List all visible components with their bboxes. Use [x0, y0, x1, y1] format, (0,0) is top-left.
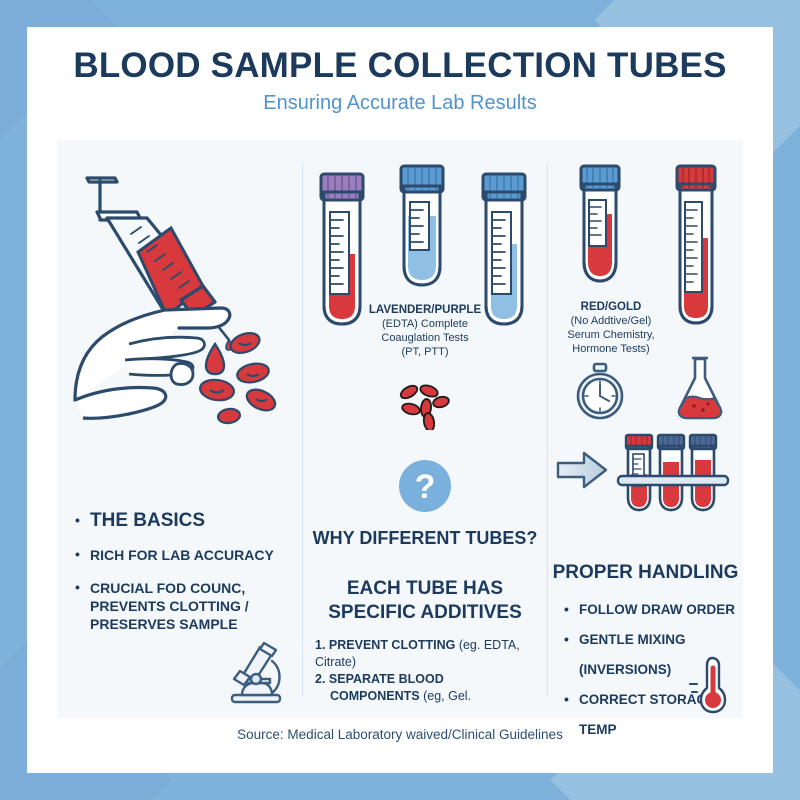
basics-item-2: RICH FOR LAB ACCURACY	[75, 546, 300, 564]
page-subtitle: Ensuring Accurate Lab Results	[263, 92, 537, 114]
additives-item-2-continued: COMPONENTS (eg, Gel.	[315, 688, 547, 705]
lavender-label-line-1: LAVENDER/PURPLE	[368, 304, 482, 316]
main-panel: THE BASICS RICH FOR LAB ACCURACY CRUCIAL…	[57, 140, 743, 737]
basics-text-block: THE BASICS RICH FOR LAB ACCURACY CRUCIAL…	[75, 509, 300, 633]
serum-tube-blue-cap	[579, 164, 621, 283]
additives-item-2: 2. SEPARATE BLOOD	[315, 671, 547, 688]
additives-item-2-number: 2.	[315, 672, 326, 686]
svg-text:?: ?	[415, 468, 436, 506]
handling-item-2: GENTLE MIXING (INVERSIONS)	[564, 624, 749, 685]
tube-rack-icon	[616, 433, 730, 512]
basics-item-3-line-1: CRUCIAL FOD COUNC,	[90, 580, 246, 596]
light-blue-citrate-tube	[399, 164, 445, 287]
lavender-tube-label: LAVENDER/PURPLE (EDTA) Complete Coauglat…	[345, 303, 505, 359]
flask-icon	[677, 356, 723, 420]
page-title: BLOOD SAMPLE COLLECTION TUBES	[73, 46, 727, 85]
column-divider-1	[302, 162, 303, 696]
basics-item-2-row: RICH FOR LAB ACCURACY	[75, 546, 300, 564]
basics-item-1: THE BASICS	[75, 509, 300, 532]
lavender-edta-tube	[319, 172, 365, 326]
red-blood-cells-icon	[399, 384, 450, 430]
proper-handling-list: FOLLOW DRAW ORDER GENTLE MIXING (INVERSI…	[564, 594, 749, 745]
stopwatch-icon	[576, 362, 624, 420]
why-different-tubes-heading: WHY DIFFERENT TUBES?	[312, 528, 538, 548]
hand-syringe-illustration	[73, 176, 277, 425]
handling-item-3: CORRECT STORAGE TEMP	[564, 684, 749, 745]
basics-item-3-row: CRUCIAL FOD COUNC, PREVENTS CLOTTING / P…	[75, 578, 300, 633]
additives-item-3-light: (eg, Gel.	[423, 689, 472, 703]
basics-heading-row: THE BASICS	[75, 509, 300, 532]
footer-source: Source: Medical Laboratory waived/Clinic…	[237, 727, 563, 742]
column-the-basics: THE BASICS RICH FOR LAB ACCURACY CRUCIAL…	[57, 140, 302, 718]
additives-item-1-number: 1.	[315, 638, 326, 652]
additives-item-1-light: (eg. EDTA, Citrate)	[315, 638, 520, 669]
each-tube-heading: EACH TUBE HAS SPECIFIC ADDITIVES	[303, 577, 547, 625]
microscope-icon	[230, 641, 282, 704]
additives-item-1-bold: PREVENT CLOTTING	[328, 638, 456, 652]
additives-item-3-bold: COMPONENTS	[330, 689, 420, 703]
content-card: BLOOD SAMPLE COLLECTION TUBES Ensuring A…	[27, 27, 773, 773]
red-gold-tube-label: RED/GOLD (No Addtive/Gel) Serum Chemistr…	[556, 300, 666, 356]
handling-item-1: FOLLOW DRAW ORDER	[564, 594, 749, 625]
additives-item-1: 1. PREVENT CLOTTING (eg. EDTA, Citrate)	[315, 637, 547, 671]
lavender-label-line-2: (EDTA) Complete	[382, 318, 468, 330]
redgold-label-line-3: Serum Chemistry,	[567, 329, 655, 341]
proper-handling-heading: PROPER HANDLING	[552, 562, 739, 583]
each-tube-heading-line-1: EACH TUBE HAS	[346, 578, 504, 599]
basics-item-3: CRUCIAL FOD COUNC, PREVENTS CLOTTING / P…	[75, 578, 300, 633]
basics-item-3-line-3: PRESERVES SAMPLE	[90, 616, 238, 632]
header: BLOOD SAMPLE COLLECTION TUBES Ensuring A…	[27, 27, 773, 142]
light-blue-tube-2	[481, 172, 527, 326]
arrow-right-icon	[556, 451, 608, 489]
column-proper-handling: RED/GOLD (No Addtive/Gel) Serum Chemistr…	[548, 140, 743, 737]
lavender-label-line-3: Coauglation Tests	[381, 332, 469, 344]
redgold-label-line-2: (No Addtive/Gel)	[570, 315, 652, 327]
additives-item-2-bold: SEPARATE BLOOD	[328, 672, 444, 686]
column-divider-2	[547, 162, 548, 696]
additives-list: 1. PREVENT CLOTTING (eg. EDTA, Citrate) …	[315, 637, 547, 705]
redgold-label-line-4: Hormone Tests)	[572, 343, 650, 355]
serum-tube-red-cap	[675, 164, 717, 325]
basics-item-3-line-2: PREVENTS CLOTTING /	[90, 598, 249, 614]
redgold-label-line-1: RED/GOLD	[580, 301, 642, 313]
column-why-different-tubes: LAVENDER/PURPLE (EDTA) Complete Coauglat…	[303, 140, 547, 718]
lavender-label-line-4: (PT, PTT)	[401, 346, 449, 358]
thermometer-icon	[689, 656, 727, 714]
each-tube-heading-line-2: SPECIFIC ADDITIVES	[328, 602, 522, 623]
question-mark-icon: ?	[399, 460, 451, 512]
